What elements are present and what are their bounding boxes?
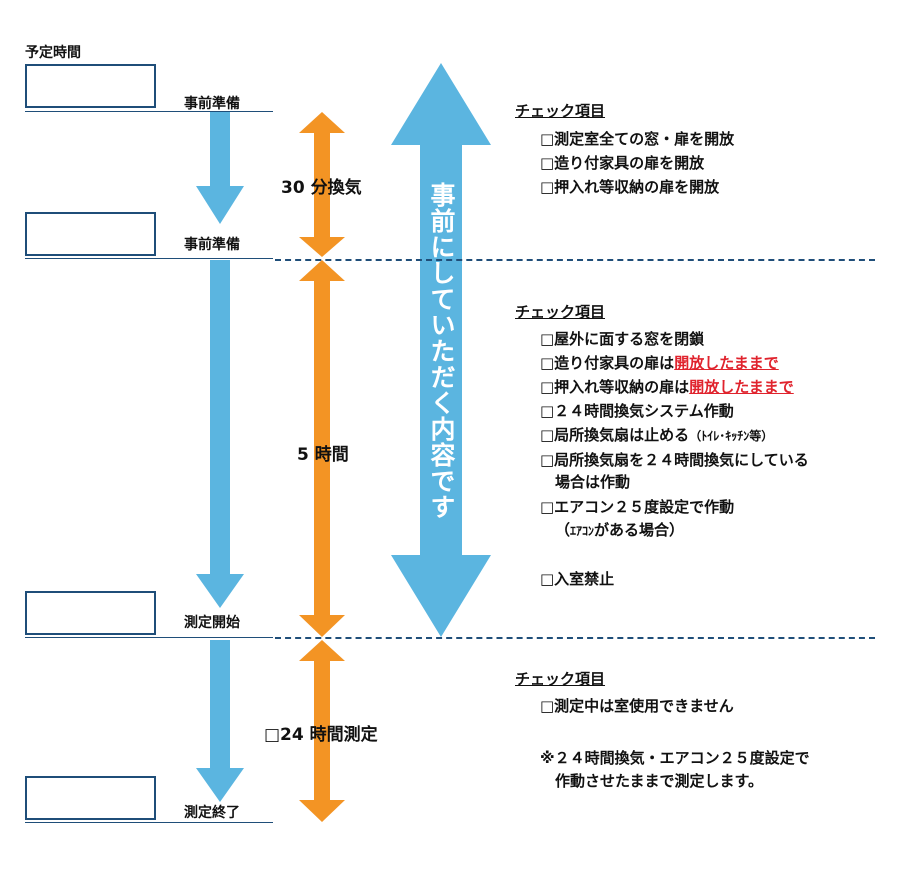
blue-down-arrow-1 (196, 112, 244, 224)
stage-line-3 (25, 637, 273, 638)
stage-line-1 (25, 111, 273, 112)
check-item-text: □局所換気扇は止める (540, 426, 690, 444)
check-item-note: （ﾄｲﾚ･ｷｯﾁﾝ等） (689, 429, 774, 443)
check-item-text: （ (555, 521, 571, 539)
check-item: □局所換気扇を２４時間換気にしている (540, 451, 809, 469)
check-item: □エアコン２５度設定で作動 (540, 498, 735, 516)
check-item: □屋外に面する窓を閉鎖 (540, 330, 705, 348)
stage-label-1: 事前準備 (184, 96, 240, 112)
check-heading-2: チェック項目 (515, 303, 606, 321)
duration-label-3: □24 時間測定 (264, 725, 378, 745)
check-heading-1: チェック項目 (515, 102, 606, 120)
stage-label-2: 事前準備 (184, 237, 240, 253)
duration-label-1: 30 分換気 (281, 178, 362, 198)
blue-down-arrow-2 (196, 260, 244, 608)
check-item: （ｴｱｺﾝがある場合） (555, 521, 684, 540)
stage-label-4: 測定終了 (184, 805, 240, 821)
check-item: □２４時間換気システム作動 (540, 402, 734, 420)
divider-1 (275, 259, 875, 261)
check-item: □局所換気扇は止める（ﾄｲﾚ･ｷｯﾁﾝ等） (540, 426, 773, 445)
check-heading-3: チェック項目 (515, 670, 606, 688)
orange-double-arrow-2 (299, 260, 345, 637)
schedule-title: 予定時間 (25, 45, 81, 61)
time-input-box-3[interactable] (25, 591, 156, 635)
big-arrow-text: 事前にしていただく内容です (427, 182, 456, 520)
check-item: □測定室全ての窓・扉を開放 (540, 130, 735, 148)
check-item: □押入れ等収納の扉は開放したままで (540, 378, 794, 396)
check-item: □造り付家具の扉は開放したままで (540, 354, 779, 372)
check-item: ※２４時間換気・エアコン２５度設定で (540, 749, 810, 767)
stage-label-3: 測定開始 (184, 615, 240, 631)
check-item: □入室禁止 (540, 570, 615, 588)
check-item: □押入れ等収納の扉を開放 (540, 178, 720, 196)
check-item: □造り付家具の扉を開放 (540, 154, 705, 172)
check-item-text: □押入れ等収納の扉は (540, 378, 690, 396)
orange-double-arrow-3 (299, 640, 345, 822)
big-double-arrow (391, 63, 491, 637)
time-input-box-4[interactable] (25, 776, 156, 820)
duration-label-2: 5 時間 (297, 445, 349, 465)
time-input-box-1[interactable] (25, 64, 156, 108)
check-item-emphasis: 開放したままで (689, 378, 794, 396)
check-item-text: がある場合） (594, 521, 685, 539)
blue-down-arrow-3 (196, 640, 244, 802)
divider-2 (275, 637, 875, 639)
check-item: □測定中は室使用できません (540, 697, 734, 715)
stage-line-4 (25, 822, 273, 823)
check-item-note: ｴｱｺﾝ (570, 524, 595, 538)
check-item: 場合は作動 (540, 473, 631, 491)
check-item-emphasis: 開放したままで (674, 354, 779, 372)
stage-line-2 (25, 258, 273, 259)
orange-double-arrow-1 (299, 112, 345, 257)
check-item: 作動させたままで測定します。 (540, 772, 764, 790)
time-input-box-2[interactable] (25, 212, 156, 256)
check-item-text: □造り付家具の扉は (540, 354, 675, 372)
